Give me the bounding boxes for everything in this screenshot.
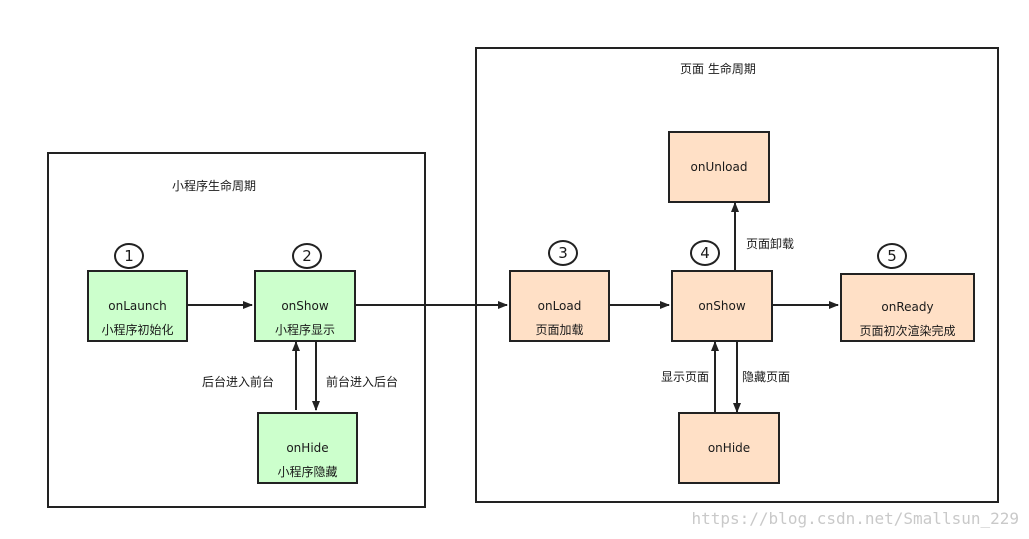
onlaunch-desc: 小程序初始化 <box>101 323 174 337</box>
app-onshow-desc: 小程序显示 <box>274 323 335 337</box>
onunload-node: onUnload <box>668 131 770 203</box>
app-onshow-node: onShow 小程序显示 <box>254 270 356 342</box>
page-panel-title: 页面 生命周期 <box>680 62 756 76</box>
step-badge-1: 1 <box>114 243 144 269</box>
label-hide-page: 隐藏页面 <box>742 370 791 384</box>
app-panel-title: 小程序生命周期 <box>172 179 257 193</box>
app-onhide-name: onHide <box>286 441 329 455</box>
app-onhide-desc: 小程序隐藏 <box>277 465 338 479</box>
onload-name: onLoad <box>537 299 582 313</box>
page-onhide-node: onHide <box>678 412 780 484</box>
onload-desc: 页面加载 <box>535 323 584 337</box>
step-badge-3: 3 <box>548 240 578 266</box>
label-show-page: 显示页面 <box>661 370 710 384</box>
onlaunch-node: onLaunch 小程序初始化 <box>87 270 188 342</box>
watermark-url: https://blog.csdn.net/Smallsun_229 <box>691 509 1019 528</box>
step-badge-4: 4 <box>690 240 720 266</box>
onlaunch-name: onLaunch <box>108 299 167 313</box>
page-onshow-node: onShow <box>671 270 773 342</box>
onready-desc: 页面初次渲染完成 <box>859 324 956 338</box>
label-background-to-foreground: 后台进入前台 <box>202 375 275 389</box>
app-onshow-name: onShow <box>281 299 329 313</box>
page-onshow-name: onShow <box>698 299 746 313</box>
onload-node: onLoad 页面加载 <box>509 270 610 342</box>
onunload-name: onUnload <box>690 160 748 174</box>
app-onhide-node: onHide 小程序隐藏 <box>257 412 358 484</box>
step-badge-2: 2 <box>292 243 322 269</box>
step-badge-5: 5 <box>877 243 907 269</box>
page-onhide-name: onHide <box>707 441 751 455</box>
label-foreground-to-background: 前台进入后台 <box>326 375 399 389</box>
onready-name: onReady <box>881 300 934 314</box>
onready-node: onReady 页面初次渲染完成 <box>840 273 975 342</box>
label-page-unload: 页面卸载 <box>746 237 795 251</box>
